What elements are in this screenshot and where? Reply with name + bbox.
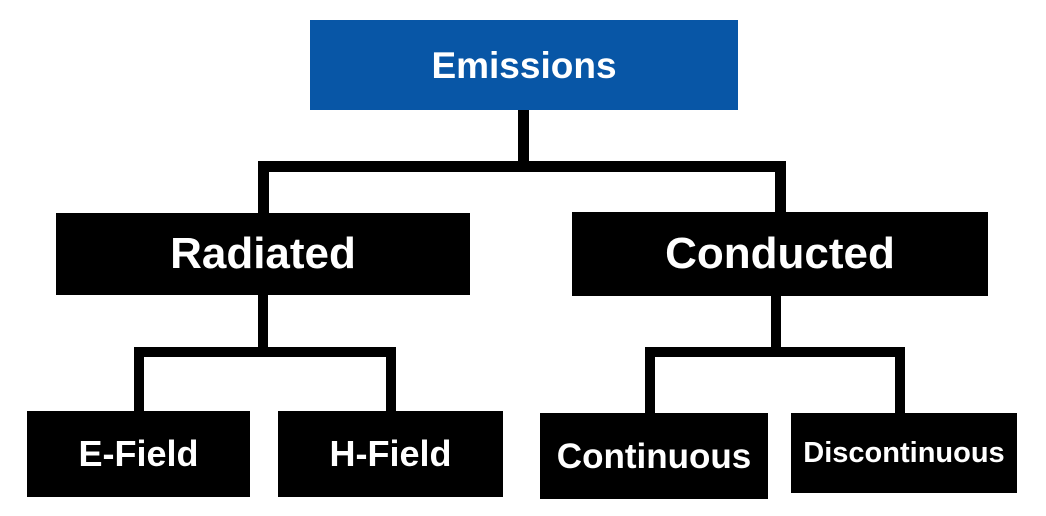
- connector-conducted-stem: [771, 296, 781, 352]
- connector-root-stem: [518, 110, 529, 167]
- connector-drop-conducted: [775, 161, 786, 213]
- node-conducted: Conducted: [572, 212, 988, 296]
- connector-radiated-stem: [258, 295, 268, 352]
- connector-conducted-horizontal: [645, 347, 905, 357]
- node-discontinuous: Discontinuous: [791, 413, 1017, 493]
- connector-drop-discontinuous: [895, 347, 905, 413]
- connector-drop-hfield: [386, 347, 396, 411]
- connector-level1-horizontal: [258, 161, 786, 172]
- node-emissions: Emissions: [310, 20, 738, 110]
- node-continuous: Continuous: [540, 413, 768, 499]
- node-h-field: H-Field: [278, 411, 503, 497]
- connector-drop-radiated: [258, 161, 269, 213]
- connector-radiated-horizontal: [134, 347, 396, 357]
- connector-drop-continuous: [645, 347, 655, 413]
- node-e-field: E-Field: [27, 411, 250, 497]
- node-radiated: Radiated: [56, 213, 470, 295]
- connector-drop-efield: [134, 347, 144, 411]
